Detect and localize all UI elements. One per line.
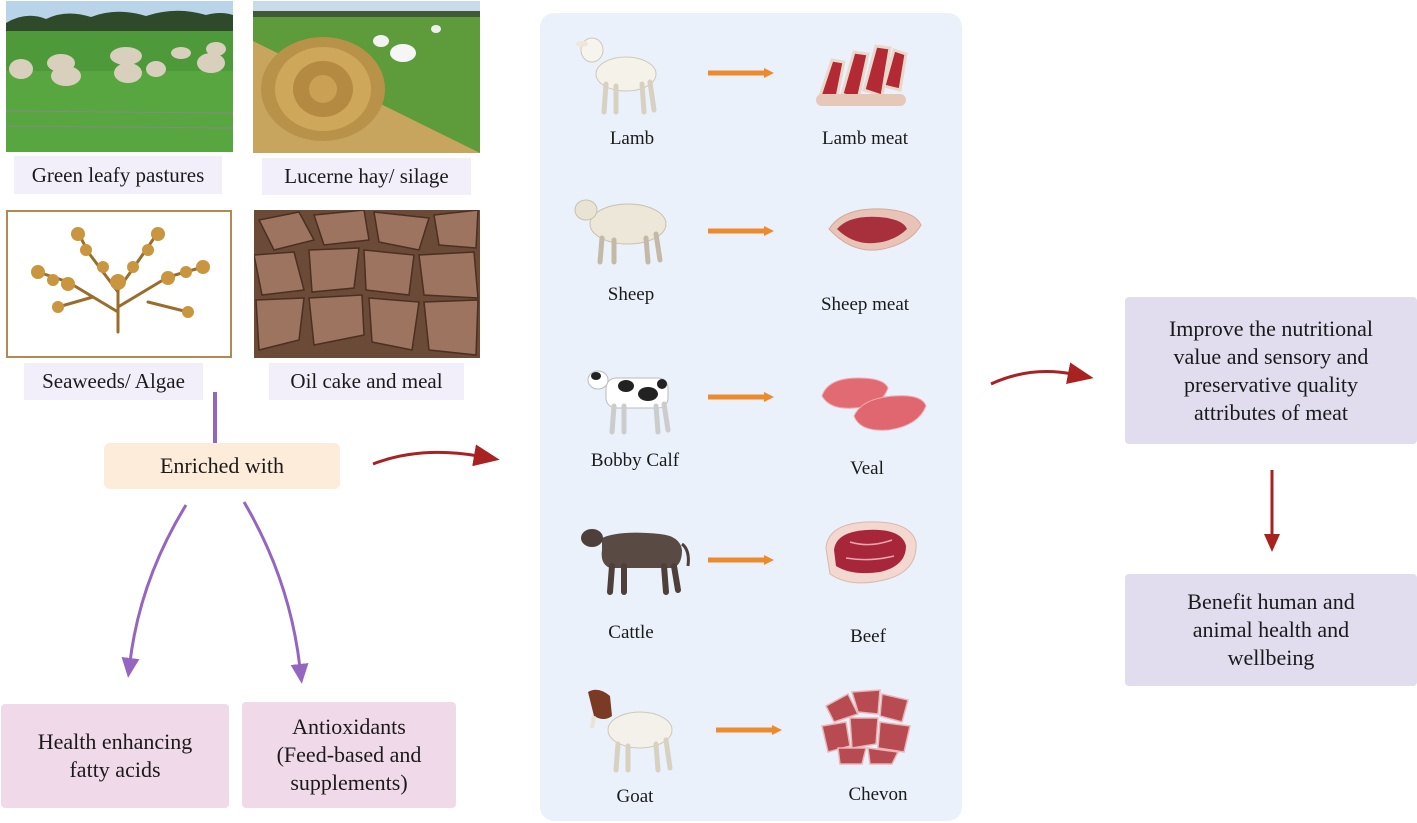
seaweed-photo bbox=[6, 210, 232, 358]
beef-icon bbox=[820, 518, 920, 597]
calf-icon bbox=[586, 364, 678, 441]
antioxidants-box: Antioxidants (Feed-based and supplements… bbox=[242, 702, 456, 808]
benefit-health-box: Benefit human and animal health and well… bbox=[1125, 574, 1417, 686]
goat-icon bbox=[582, 686, 678, 779]
animal-label-sheep: Sheep bbox=[607, 284, 655, 305]
meat-label-veal: Veal bbox=[850, 458, 884, 479]
arrow-to-improve bbox=[990, 362, 1094, 386]
lamb-meat-icon bbox=[812, 38, 912, 115]
animal-label-goat: Goat bbox=[616, 786, 654, 807]
arrow-to-antioxidants bbox=[242, 501, 309, 684]
meat-label-chevon: Chevon bbox=[848, 784, 908, 805]
feed-label-seaweeds: Seaweeds/ Algae bbox=[24, 363, 203, 400]
chevon-icon bbox=[818, 686, 914, 771]
animal-label-lamb: Lamb bbox=[609, 128, 655, 149]
enriched-with-box: Enriched with bbox=[104, 443, 340, 489]
arrow-to-animals bbox=[372, 444, 500, 467]
feed-label-oilcake: Oil cake and meal bbox=[269, 363, 464, 400]
animal-label-calf: Bobby Calf bbox=[590, 450, 680, 471]
cattle-icon bbox=[580, 520, 694, 601]
fatty-acids-box: Health enhancing fatty acids bbox=[1, 704, 229, 808]
oilcake-photo bbox=[254, 210, 480, 358]
pasture-photo bbox=[6, 1, 233, 152]
feed-label-lucerne: Lucerne hay/ silage bbox=[262, 158, 471, 195]
meat-label-beef: Beef bbox=[850, 626, 886, 647]
sheep-meat-icon bbox=[823, 203, 923, 262]
lamb-icon bbox=[574, 32, 669, 122]
meat-label-lamb: Lamb meat bbox=[822, 128, 908, 149]
veal-icon bbox=[818, 372, 930, 439]
improve-quality-box: Improve the nutritional value and sensor… bbox=[1125, 297, 1417, 444]
animal-label-cattle: Cattle bbox=[608, 622, 654, 643]
sheep-icon bbox=[572, 194, 672, 271]
meat-label-sheep: Sheep meat bbox=[820, 294, 910, 315]
arrow-to-fatty-acids bbox=[121, 504, 188, 678]
feed-label-pastures: Green leafy pastures bbox=[14, 156, 222, 194]
hay-bale-photo bbox=[253, 1, 480, 153]
